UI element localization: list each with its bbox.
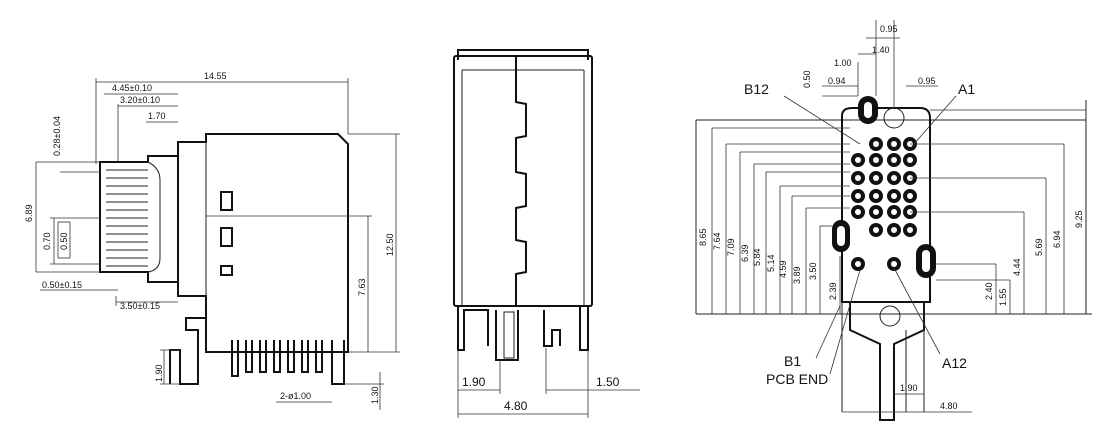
middle-front-view: 1.90 1.50 4.80 <box>453 49 640 418</box>
dim-label: 0.94 <box>828 76 846 86</box>
dim-label: 1.90 <box>462 375 486 389</box>
dim-label: 2.40 <box>984 282 994 300</box>
dim-label: 3.89 <box>792 266 802 284</box>
callouts: B12 A1 B1 PCB END A12 <box>744 81 975 387</box>
dim-label: 7.64 <box>712 232 722 250</box>
dim-label: 9.25 <box>1074 210 1084 228</box>
dim-label: 1.55 <box>998 288 1008 306</box>
dim-label: 4.59 <box>778 260 788 278</box>
dim-label: 0.28±0.04 <box>52 116 62 156</box>
dim-label: 6.39 <box>740 244 750 262</box>
dim-label: 4.45±0.10 <box>112 83 152 93</box>
left-dimensions: 14.55 4.45±0.10 3.20±0.10 1.70 0.28±0.04… <box>24 71 400 410</box>
dim-label: 0.50±0.15 <box>42 280 82 290</box>
left-side-view: 14.55 4.45±0.10 3.20±0.10 1.70 0.28±0.04… <box>24 71 400 410</box>
callout-a1: A1 <box>958 81 975 97</box>
window-slot <box>220 191 233 211</box>
pcb-pins <box>231 340 345 385</box>
dim-label: 8.65 <box>698 228 708 246</box>
dim-label: 5.84 <box>752 248 762 266</box>
dim-label: 5.69 <box>1034 238 1044 256</box>
callout-pcb-end: PCB END <box>766 371 828 387</box>
dim-label: 4.44 <box>1012 258 1022 276</box>
dim-label: 0.50 <box>802 70 812 88</box>
callout-b12: B12 <box>744 81 769 97</box>
dim-label: 4.80 <box>504 399 528 413</box>
window-slot <box>220 227 233 247</box>
dim-label: 12.50 <box>385 233 395 256</box>
dim-label: 0.50 <box>59 232 69 250</box>
dim-label: 0.95 <box>880 24 898 34</box>
dim-label: 1.90 <box>900 383 918 393</box>
right-dimensions: 8.65 7.64 7.09 6.39 5.84 5.14 4.59 3.89 … <box>698 20 1086 413</box>
dim-label: 0.95 <box>918 76 936 86</box>
dim-label: 6.89 <box>24 204 34 222</box>
window-slot <box>220 265 233 276</box>
dim-label: 3.20±0.10 <box>120 95 160 105</box>
dim-label: 5.14 <box>766 254 776 272</box>
callout-b1: B1 <box>784 353 801 369</box>
contact-lines <box>106 161 161 273</box>
middle-dimensions: 1.90 1.50 4.80 <box>457 348 640 418</box>
dim-label: 3.50±0.15 <box>120 301 160 311</box>
dim-label: 3.50 <box>808 262 818 280</box>
dim-label: 2.39 <box>828 282 838 300</box>
dim-label: 14.55 <box>204 71 227 81</box>
callout-a12: A12 <box>942 355 967 371</box>
dim-label: 7.09 <box>726 238 736 256</box>
right-footprint-view: 8.65 7.64 7.09 6.39 5.84 5.14 4.59 3.89 … <box>695 20 1092 421</box>
dim-label: 1.50 <box>596 375 620 389</box>
pin-grid <box>832 96 936 278</box>
dim-label: 2-ø1.00 <box>280 391 311 401</box>
dim-label: 1.30 <box>370 386 380 404</box>
dim-label: 6.94 <box>1052 230 1062 248</box>
dim-label: 1.90 <box>154 364 164 382</box>
dim-label: 4.80 <box>940 401 958 411</box>
dim-label: 0.70 <box>42 232 52 250</box>
dim-label: 1.40 <box>872 45 890 55</box>
dim-label: 1.70 <box>148 111 166 121</box>
dim-label: 1.00 <box>834 58 852 68</box>
dim-label: 7.63 <box>357 278 367 296</box>
